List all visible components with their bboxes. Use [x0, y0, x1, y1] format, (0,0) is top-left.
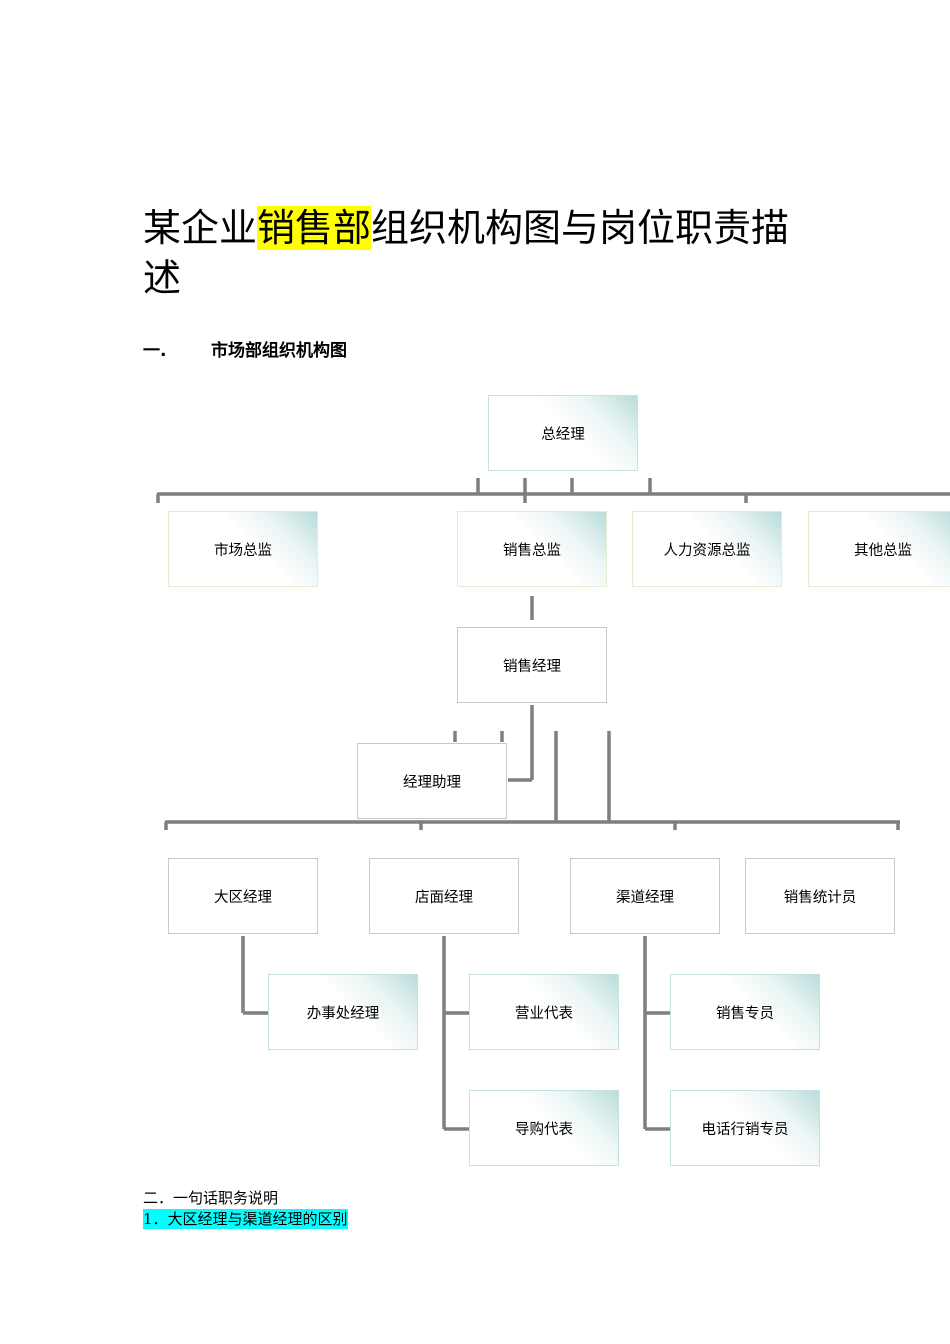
org-box-store-manager: 店面经理: [369, 858, 519, 934]
title-highlight: 销售部: [257, 206, 372, 250]
org-box-hr-director: 人力资源总监: [632, 511, 782, 587]
org-box-other-director: 其他总监: [808, 511, 950, 587]
section-2-heading: 二．一句话职务说明: [143, 1189, 279, 1207]
org-box-sales-director: 销售总监: [457, 511, 607, 587]
org-box-channel-manager: 渠道经理: [570, 858, 720, 934]
org-box-shopping-guide-rep: 导购代表: [469, 1090, 619, 1166]
org-box-sales-manager: 销售经理: [457, 627, 607, 703]
org-box-office-manager: 办事处经理: [268, 974, 418, 1050]
section-2-subheading-1: 1．大区经理与渠道经理的区别: [143, 1209, 348, 1229]
org-box-telemarketing-specialist: 电话行销专员: [670, 1090, 820, 1166]
org-box-marketing-director: 市场总监: [168, 511, 318, 587]
section-1-label: 市场部组织机构图: [211, 341, 347, 361]
org-box-region-manager: 大区经理: [168, 858, 318, 934]
org-box-sales-specialist: 销售专员: [670, 974, 820, 1050]
section-1-number: 一.: [143, 341, 167, 361]
title-part2: 组织机构图与岗位职责描述: [143, 206, 790, 300]
org-box-business-rep: 营业代表: [469, 974, 619, 1050]
section-1-heading: 一. 市场部组织机构图: [143, 336, 347, 361]
org-box-manager-assistant: 经理助理: [357, 743, 507, 819]
document-title: 某企业销售部组织机构图与岗位职责描述: [143, 203, 823, 303]
title-part1: 某企业: [143, 206, 258, 250]
org-box-ceo: 总经理: [488, 395, 638, 471]
org-box-sales-statistician: 销售统计员: [745, 858, 895, 934]
